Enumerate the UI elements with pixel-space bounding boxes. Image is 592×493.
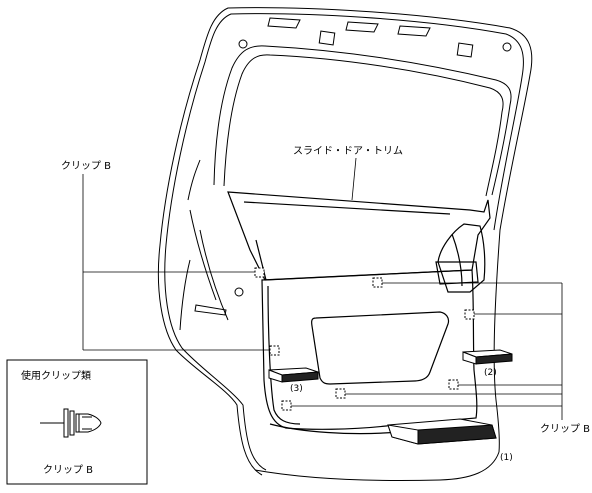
clip-marker: [372, 277, 383, 288]
door-body: [157, 7, 533, 481]
clip-b-label-right: クリップ B: [540, 423, 590, 435]
clip-marker: [281, 400, 292, 411]
clip-marker: [448, 379, 459, 390]
part-block-2: [462, 349, 513, 365]
clip-b-label-left: クリップ B: [61, 160, 111, 172]
door-trim-panel: [227, 191, 491, 435]
part-block-3: [268, 367, 319, 383]
clip-marker: [464, 309, 475, 320]
callout-2: (2): [484, 368, 497, 378]
clip-locations: [254, 267, 475, 411]
clip-marker: [269, 345, 280, 356]
clip-b-icon: [40, 408, 102, 438]
callout-1: (1): [500, 453, 513, 463]
callout-3: (3): [290, 384, 303, 394]
clip-legend: 使用クリップ類 クリップ B: [6, 359, 148, 485]
clip-marker: [335, 388, 346, 399]
part-block-1: [387, 418, 497, 445]
trim-label: スライド・ドア・トリム: [293, 145, 403, 157]
leader-lines: [82, 157, 563, 420]
legend-item: クリップ B: [43, 464, 93, 476]
legend-title: 使用クリップ類: [21, 369, 91, 382]
clip-marker: [254, 267, 265, 278]
